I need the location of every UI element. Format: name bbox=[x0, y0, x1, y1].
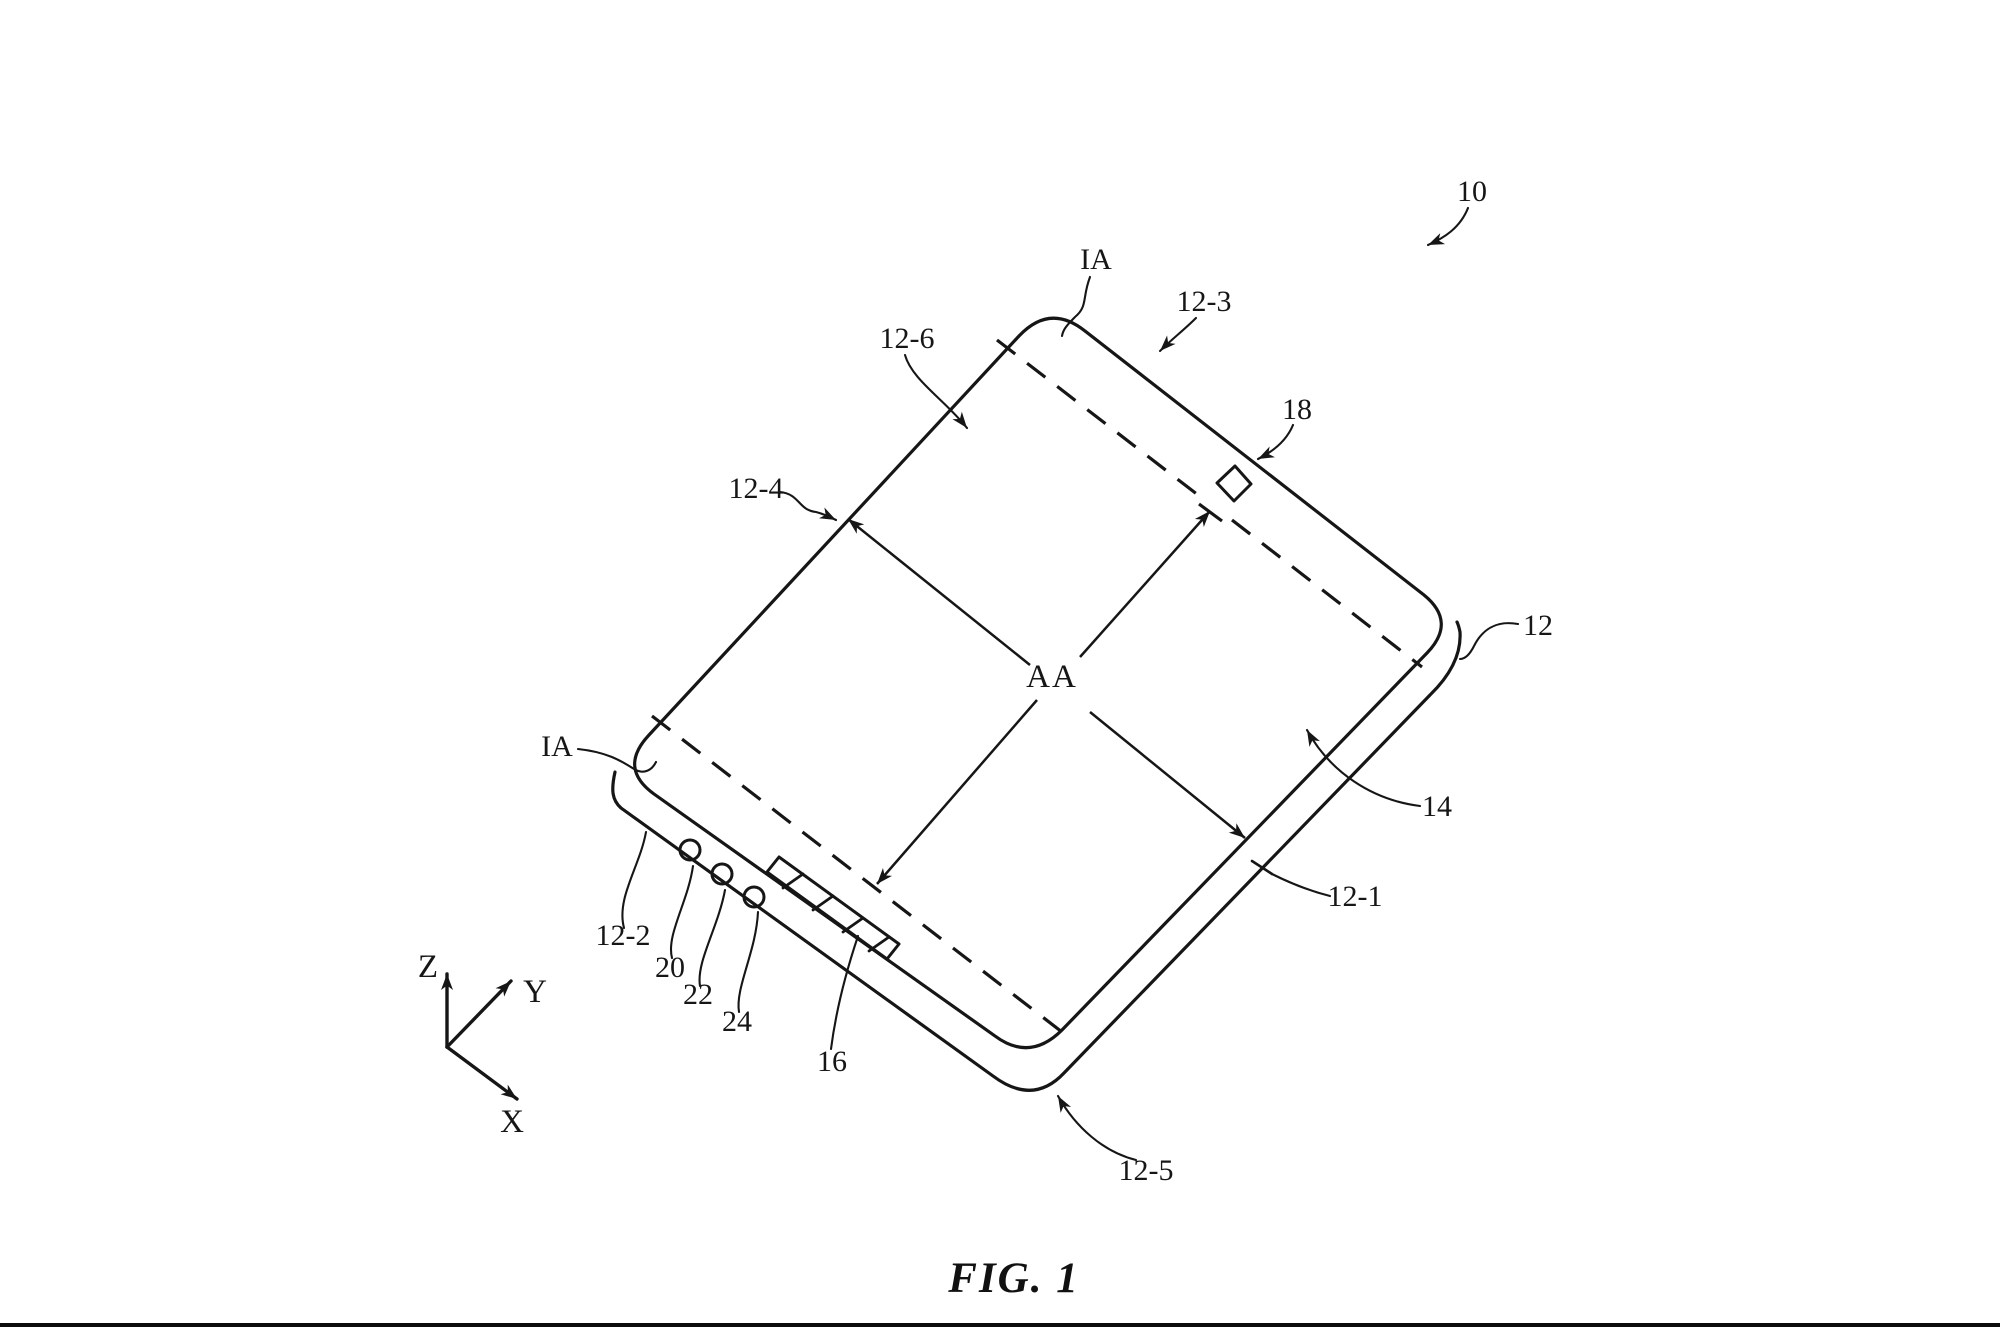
label-12: 12 bbox=[1523, 609, 1553, 642]
leader-22 bbox=[698, 888, 727, 988]
label-12-1: 12-1 bbox=[1328, 880, 1383, 913]
coordinate-axes bbox=[441, 972, 519, 1101]
label-12-5: 12-5 bbox=[1119, 1154, 1174, 1187]
label-20: 20 bbox=[655, 951, 685, 984]
leader-20 bbox=[669, 864, 695, 960]
reference-labels: 10 IA 12-3 12-6 18 12-4 12 AA IA 14 12-1… bbox=[541, 175, 1553, 1187]
housing-features bbox=[678, 464, 1253, 961]
leader-14 bbox=[1305, 728, 1422, 808]
label-12-6: 12-6 bbox=[880, 322, 935, 355]
leader-12-2 bbox=[621, 830, 648, 930]
opening-20-circle bbox=[678, 838, 702, 862]
label-aa: AA bbox=[1026, 659, 1078, 695]
label-24: 24 bbox=[722, 1005, 752, 1038]
label-10: 10 bbox=[1457, 175, 1487, 208]
leader-12-3 bbox=[1158, 316, 1198, 353]
leader-12 bbox=[1458, 622, 1520, 661]
upper-inactive-boundary-dashed bbox=[996, 338, 1199, 497]
lower-inactive-boundary-dashed bbox=[651, 714, 1063, 1034]
active-area-arrow-nw-segment bbox=[847, 518, 1031, 666]
figure-caption: FIG. 1 bbox=[947, 1255, 1079, 1302]
housing-front-face-outline bbox=[633, 316, 1443, 1050]
axis-y-arrow bbox=[445, 979, 513, 1049]
axis-x-arrow bbox=[445, 1045, 519, 1101]
label-22: 22 bbox=[683, 978, 713, 1011]
label-12-3: 12-3 bbox=[1177, 285, 1232, 318]
leader-12-6 bbox=[903, 353, 969, 430]
leader-lines bbox=[576, 206, 1520, 1162]
inactive-area-boundaries bbox=[651, 338, 1423, 1034]
leader-ia-top bbox=[1060, 275, 1092, 338]
label-14: 14 bbox=[1422, 790, 1452, 823]
page-footer-rule bbox=[0, 1323, 2000, 1327]
opening-24-circle bbox=[742, 885, 766, 909]
sensor-window-18 bbox=[1215, 464, 1253, 503]
leader-12-4 bbox=[778, 490, 838, 522]
label-12-4: 12-4 bbox=[729, 472, 784, 505]
speaker-port-16-hatching bbox=[781, 872, 891, 953]
active-area-arrow-sw-segment bbox=[876, 699, 1038, 885]
upper-inactive-boundary-dash-segment bbox=[1198, 502, 1223, 523]
active-area-arrow-se-segment bbox=[1089, 711, 1246, 839]
leader-12-5 bbox=[1056, 1094, 1138, 1162]
axis-z-label: Z bbox=[418, 949, 438, 985]
leader-16 bbox=[829, 934, 860, 1051]
label-ia-top: IA bbox=[1080, 243, 1112, 276]
upper-inactive-boundary-dashed-2 bbox=[1231, 518, 1423, 669]
leader-10 bbox=[1426, 206, 1470, 247]
opening-22-circle bbox=[710, 862, 734, 886]
leader-18 bbox=[1256, 423, 1295, 461]
leader-12-1 bbox=[1270, 872, 1332, 898]
active-area-arrow-ne-segment bbox=[1079, 510, 1211, 658]
axis-letters: Z Y X bbox=[418, 949, 547, 1140]
label-12-2: 12-2 bbox=[596, 919, 651, 952]
tick-12-1 bbox=[1250, 859, 1274, 876]
label-18: 18 bbox=[1282, 393, 1312, 426]
leader-ia-left bbox=[576, 747, 658, 773]
active-area-arrows bbox=[847, 510, 1246, 885]
label-16: 16 bbox=[817, 1045, 847, 1078]
axis-x-label: X bbox=[500, 1104, 524, 1140]
speaker-port-16-outline bbox=[765, 855, 901, 961]
leader-24 bbox=[737, 910, 760, 1014]
housing-sidewall-outline bbox=[611, 620, 1462, 1092]
device-housing bbox=[611, 316, 1462, 1092]
label-ia-left: IA bbox=[541, 730, 573, 763]
axis-y-label: Y bbox=[523, 974, 547, 1010]
